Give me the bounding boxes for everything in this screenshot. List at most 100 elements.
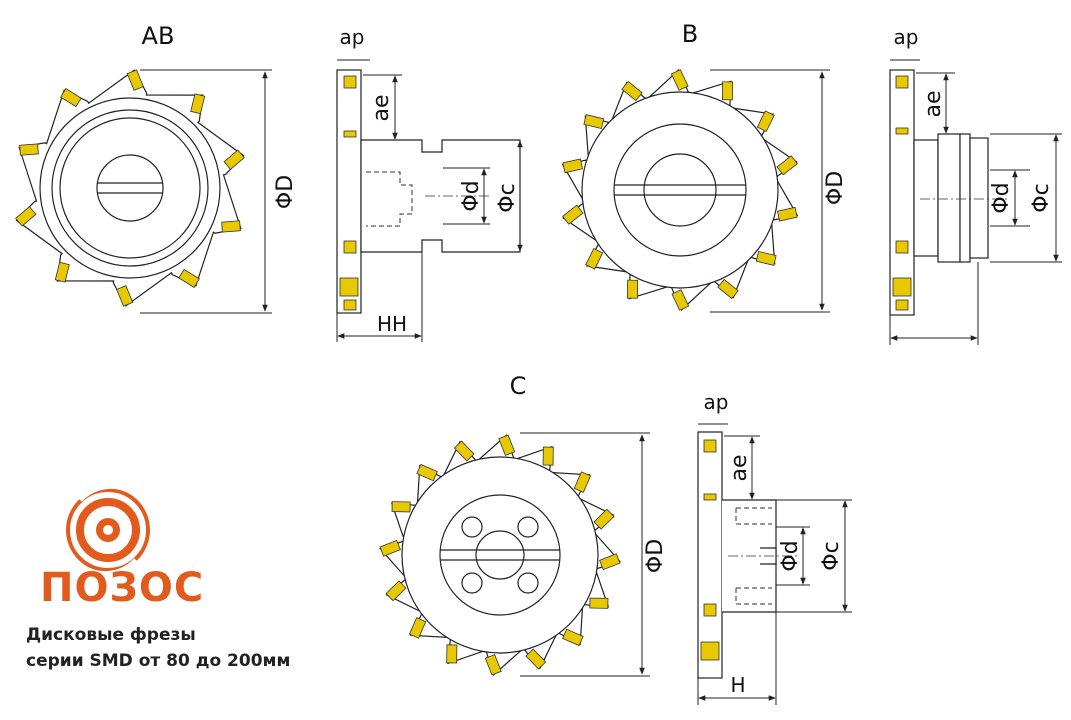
cutter-insert bbox=[15, 206, 37, 227]
view-b-insert bbox=[895, 240, 909, 254]
view-c-ae-label: ae bbox=[727, 454, 752, 481]
cutter-insert bbox=[621, 80, 643, 102]
cutter-insert bbox=[717, 278, 739, 300]
view-b-side: ap ae Φd Φc bbox=[889, 25, 1062, 345]
cutter-insert bbox=[589, 597, 609, 609]
view-ab-front: AB ΦD bbox=[15, 22, 298, 314]
cutter-insert bbox=[498, 434, 516, 456]
cutter-insert bbox=[190, 93, 206, 115]
cutter-insert bbox=[573, 471, 592, 493]
view-b-insert bbox=[895, 127, 909, 135]
view-c-insert bbox=[703, 493, 717, 501]
view-c-title: C bbox=[510, 372, 527, 400]
view-ab-title: AB bbox=[142, 22, 175, 50]
cutter-insert bbox=[408, 617, 427, 639]
view-c-bore-label: Φd bbox=[778, 540, 803, 571]
view-ab-insert bbox=[343, 299, 357, 311]
cutter-insert bbox=[776, 206, 798, 222]
cutter-insert bbox=[585, 247, 604, 270]
cutter-insert bbox=[19, 143, 39, 156]
cutter-insert bbox=[446, 644, 458, 664]
view-b-bore-label: Φd bbox=[989, 182, 1014, 213]
view-ab-width-label: HH bbox=[377, 312, 407, 336]
view-c-insert bbox=[700, 641, 720, 661]
cutter-insert bbox=[562, 204, 584, 225]
view-ab-insert bbox=[343, 240, 357, 254]
view-b-hub-flange bbox=[913, 139, 939, 257]
view-b-hub-body bbox=[937, 133, 961, 263]
cutter-insert bbox=[562, 158, 584, 174]
view-ab-bore bbox=[96, 154, 164, 222]
view-b-title: B bbox=[682, 20, 698, 48]
view-c-bolt-hole bbox=[517, 516, 539, 538]
view-c-hub-label: Φc bbox=[819, 541, 844, 570]
view-ab-hub-label: Φc bbox=[495, 183, 520, 212]
view-c-ap-label: ap bbox=[704, 390, 729, 414]
cutter-insert bbox=[416, 463, 438, 482]
brand-logo-icon bbox=[66, 483, 150, 577]
view-b-insert bbox=[895, 75, 909, 89]
view-c-diameter-label: ΦD bbox=[643, 539, 668, 573]
cutter-insert bbox=[562, 628, 584, 647]
cutter-insert bbox=[599, 553, 621, 571]
view-b-ap-label: ap bbox=[894, 25, 919, 49]
cutter-insert bbox=[126, 69, 144, 91]
view-c-insert bbox=[703, 603, 717, 617]
cutter-insert bbox=[542, 446, 554, 466]
view-c-bolt-hole bbox=[517, 572, 539, 594]
cutter-insert bbox=[221, 220, 241, 233]
view-b-front: B ΦD bbox=[561, 20, 848, 313]
caption: Дисковые фрезы серии SMD от 80 до 200мм bbox=[26, 622, 290, 674]
cutter-insert bbox=[756, 110, 775, 133]
cutter-insert bbox=[776, 155, 798, 176]
cutter-insert bbox=[525, 648, 547, 670]
view-ab-insert bbox=[343, 75, 357, 89]
cutter-insert bbox=[60, 88, 82, 108]
cutter-insert bbox=[627, 279, 638, 299]
cutter-insert bbox=[379, 539, 401, 557]
cutter-insert bbox=[385, 580, 407, 602]
view-b-hub-label: Φc bbox=[1029, 183, 1054, 212]
cutter-insert bbox=[453, 440, 475, 462]
cutter-insert bbox=[755, 250, 777, 266]
cutter-insert bbox=[116, 285, 134, 307]
brand-name: ПОЗОС bbox=[40, 565, 205, 611]
cutter-insert bbox=[484, 654, 502, 676]
view-ab-insert bbox=[343, 130, 357, 138]
view-ab-disc-profile bbox=[336, 69, 362, 314]
view-ab-hidden-bore bbox=[366, 171, 413, 227]
view-c-front: C ΦD bbox=[379, 372, 668, 677]
view-ab-ap-label: ap bbox=[340, 25, 365, 49]
view-c-width-label: H bbox=[730, 673, 745, 697]
view-ab-diameter-label: ΦD bbox=[273, 175, 298, 209]
cutter-insert bbox=[223, 149, 245, 170]
view-b-bore bbox=[643, 153, 717, 227]
cutter-insert bbox=[722, 81, 733, 101]
cutter-insert bbox=[178, 268, 200, 288]
cutter-insert bbox=[583, 114, 605, 130]
view-ab-insert bbox=[339, 277, 359, 297]
view-c-side: ap ae Φd Φc H bbox=[697, 390, 852, 705]
view-ab-side: ap ae Φd Φc HH bbox=[336, 25, 523, 342]
view-b-insert bbox=[892, 277, 912, 297]
cutter-insert bbox=[391, 501, 411, 513]
cutter-insert bbox=[671, 289, 690, 311]
view-b-ae-label: ae bbox=[921, 90, 946, 117]
view-b-diameter-label: ΦD bbox=[823, 171, 848, 205]
caption-line-2: серии SMD от 80 до 200мм bbox=[26, 651, 291, 671]
caption-line-1: Дисковые фрезы bbox=[26, 625, 196, 645]
view-c-bolt-hole bbox=[461, 516, 483, 538]
view-b-insert bbox=[895, 299, 909, 311]
view-c-disc-profile bbox=[697, 431, 723, 679]
cutter-insert bbox=[593, 508, 615, 530]
cutter-insert bbox=[54, 261, 70, 283]
view-c-hidden-holes bbox=[735, 507, 772, 605]
view-c-bolt-hole bbox=[461, 572, 483, 594]
cutter-insert bbox=[670, 69, 689, 91]
view-c-bore bbox=[475, 530, 525, 580]
view-b-disc-profile bbox=[889, 69, 915, 316]
view-b-hub-end bbox=[969, 137, 989, 259]
view-ab-ae-label: ae bbox=[369, 94, 394, 121]
view-c-insert bbox=[703, 439, 717, 453]
